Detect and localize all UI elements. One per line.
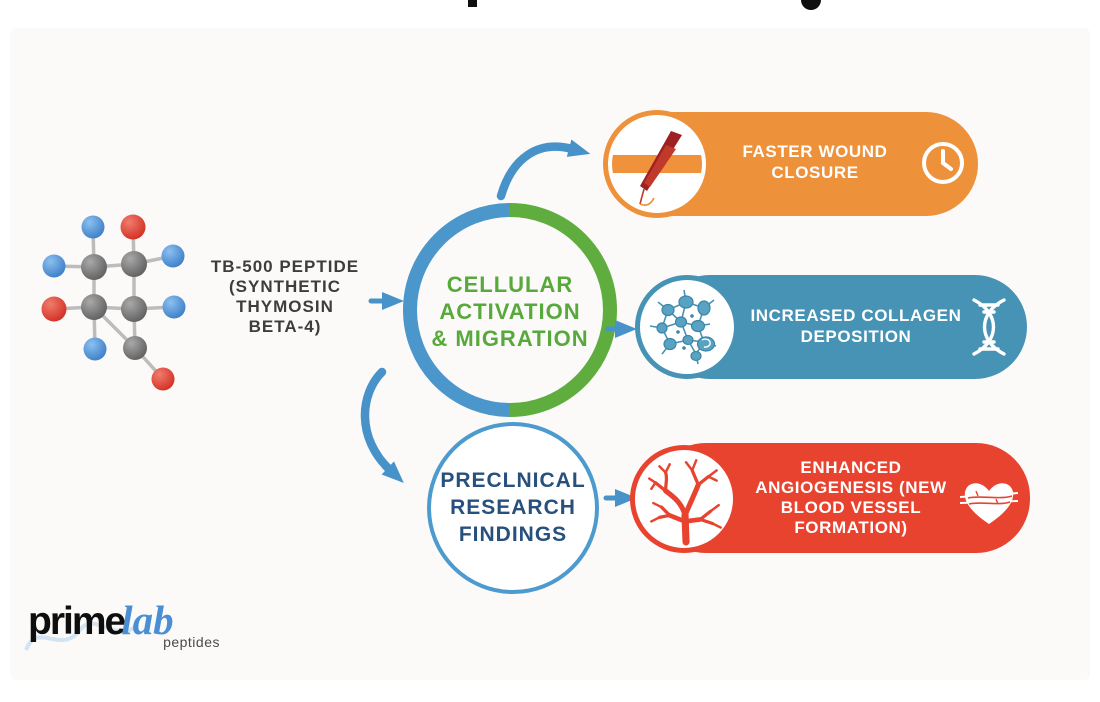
heart-vessels-icon <box>959 478 1019 531</box>
collagen-pill-label: INCREASED COLLAGEN DEPOSITION <box>742 305 970 347</box>
logo-tagline: peptides <box>163 634 220 650</box>
clock-icon <box>920 140 966 191</box>
caption-line: THYMOSIN <box>236 297 334 316</box>
collagen-cells-icon <box>635 275 739 379</box>
pill-line: ANGIOGENESIS (NEW <box>755 478 947 497</box>
logo-watermark-swirl <box>24 621 138 651</box>
pill-line: CLOSURE <box>771 163 859 182</box>
hub-label: CELLULAR ACTIVATION & MIGRATION <box>406 271 614 352</box>
flow-arrows <box>360 139 637 507</box>
logo-text-prime: prime <box>28 600 126 643</box>
caption-line: TB-500 PEPTIDE <box>210 257 360 276</box>
pill-line: ENHANCED <box>800 458 902 477</box>
research-line: PRECLNICAL <box>440 469 586 492</box>
hub-ring <box>403 203 617 417</box>
logo-text-lab: lab <box>121 597 174 643</box>
molecule-icon <box>53 226 175 381</box>
pill-line: FASTER WOUND <box>742 142 888 161</box>
dna-helix-icon <box>966 297 1012 362</box>
cropped-title-fragment <box>468 0 477 7</box>
arrow-hub-to-research <box>360 367 404 484</box>
pill-line: INCREASED COLLAGEN <box>750 306 962 325</box>
wound-closure-icon <box>603 110 711 218</box>
molecule-caption: TB-500 PEPTIDE (SYNTHETIC THYMOSIN BETA-… <box>190 257 380 337</box>
pill-line: BLOOD VESSEL <box>780 498 922 517</box>
molecule-atoms <box>41 214 186 391</box>
research-line: RESEARCH <box>450 496 576 519</box>
primelab-logo: primelab peptides <box>24 596 238 651</box>
pill-line: FORMATION) <box>794 518 908 537</box>
cropped-title-fragment <box>801 0 821 10</box>
hub-line: ACTIVATION <box>439 299 581 324</box>
research-circle <box>427 422 599 594</box>
research-line: FINDINGS <box>458 523 568 546</box>
research-label: PRECLNICAL RESEARCH FINDINGS <box>418 467 608 548</box>
angio-pill-label: ENHANCED ANGIOGENESIS (NEW BLOOD VESSEL … <box>745 458 957 538</box>
caption-line: BETA-4) <box>248 317 322 336</box>
wound-pill-label: FASTER WOUND CLOSURE <box>722 141 908 183</box>
hub-line: CELLULAR <box>446 272 574 297</box>
pill-line: DEPOSITION <box>800 327 912 346</box>
blood-vessel-tree-icon <box>630 445 738 553</box>
arrow-hub-to-wound <box>496 139 591 201</box>
hub-line: & MIGRATION <box>431 326 589 351</box>
caption-line: (SYNTHETIC <box>229 277 341 296</box>
